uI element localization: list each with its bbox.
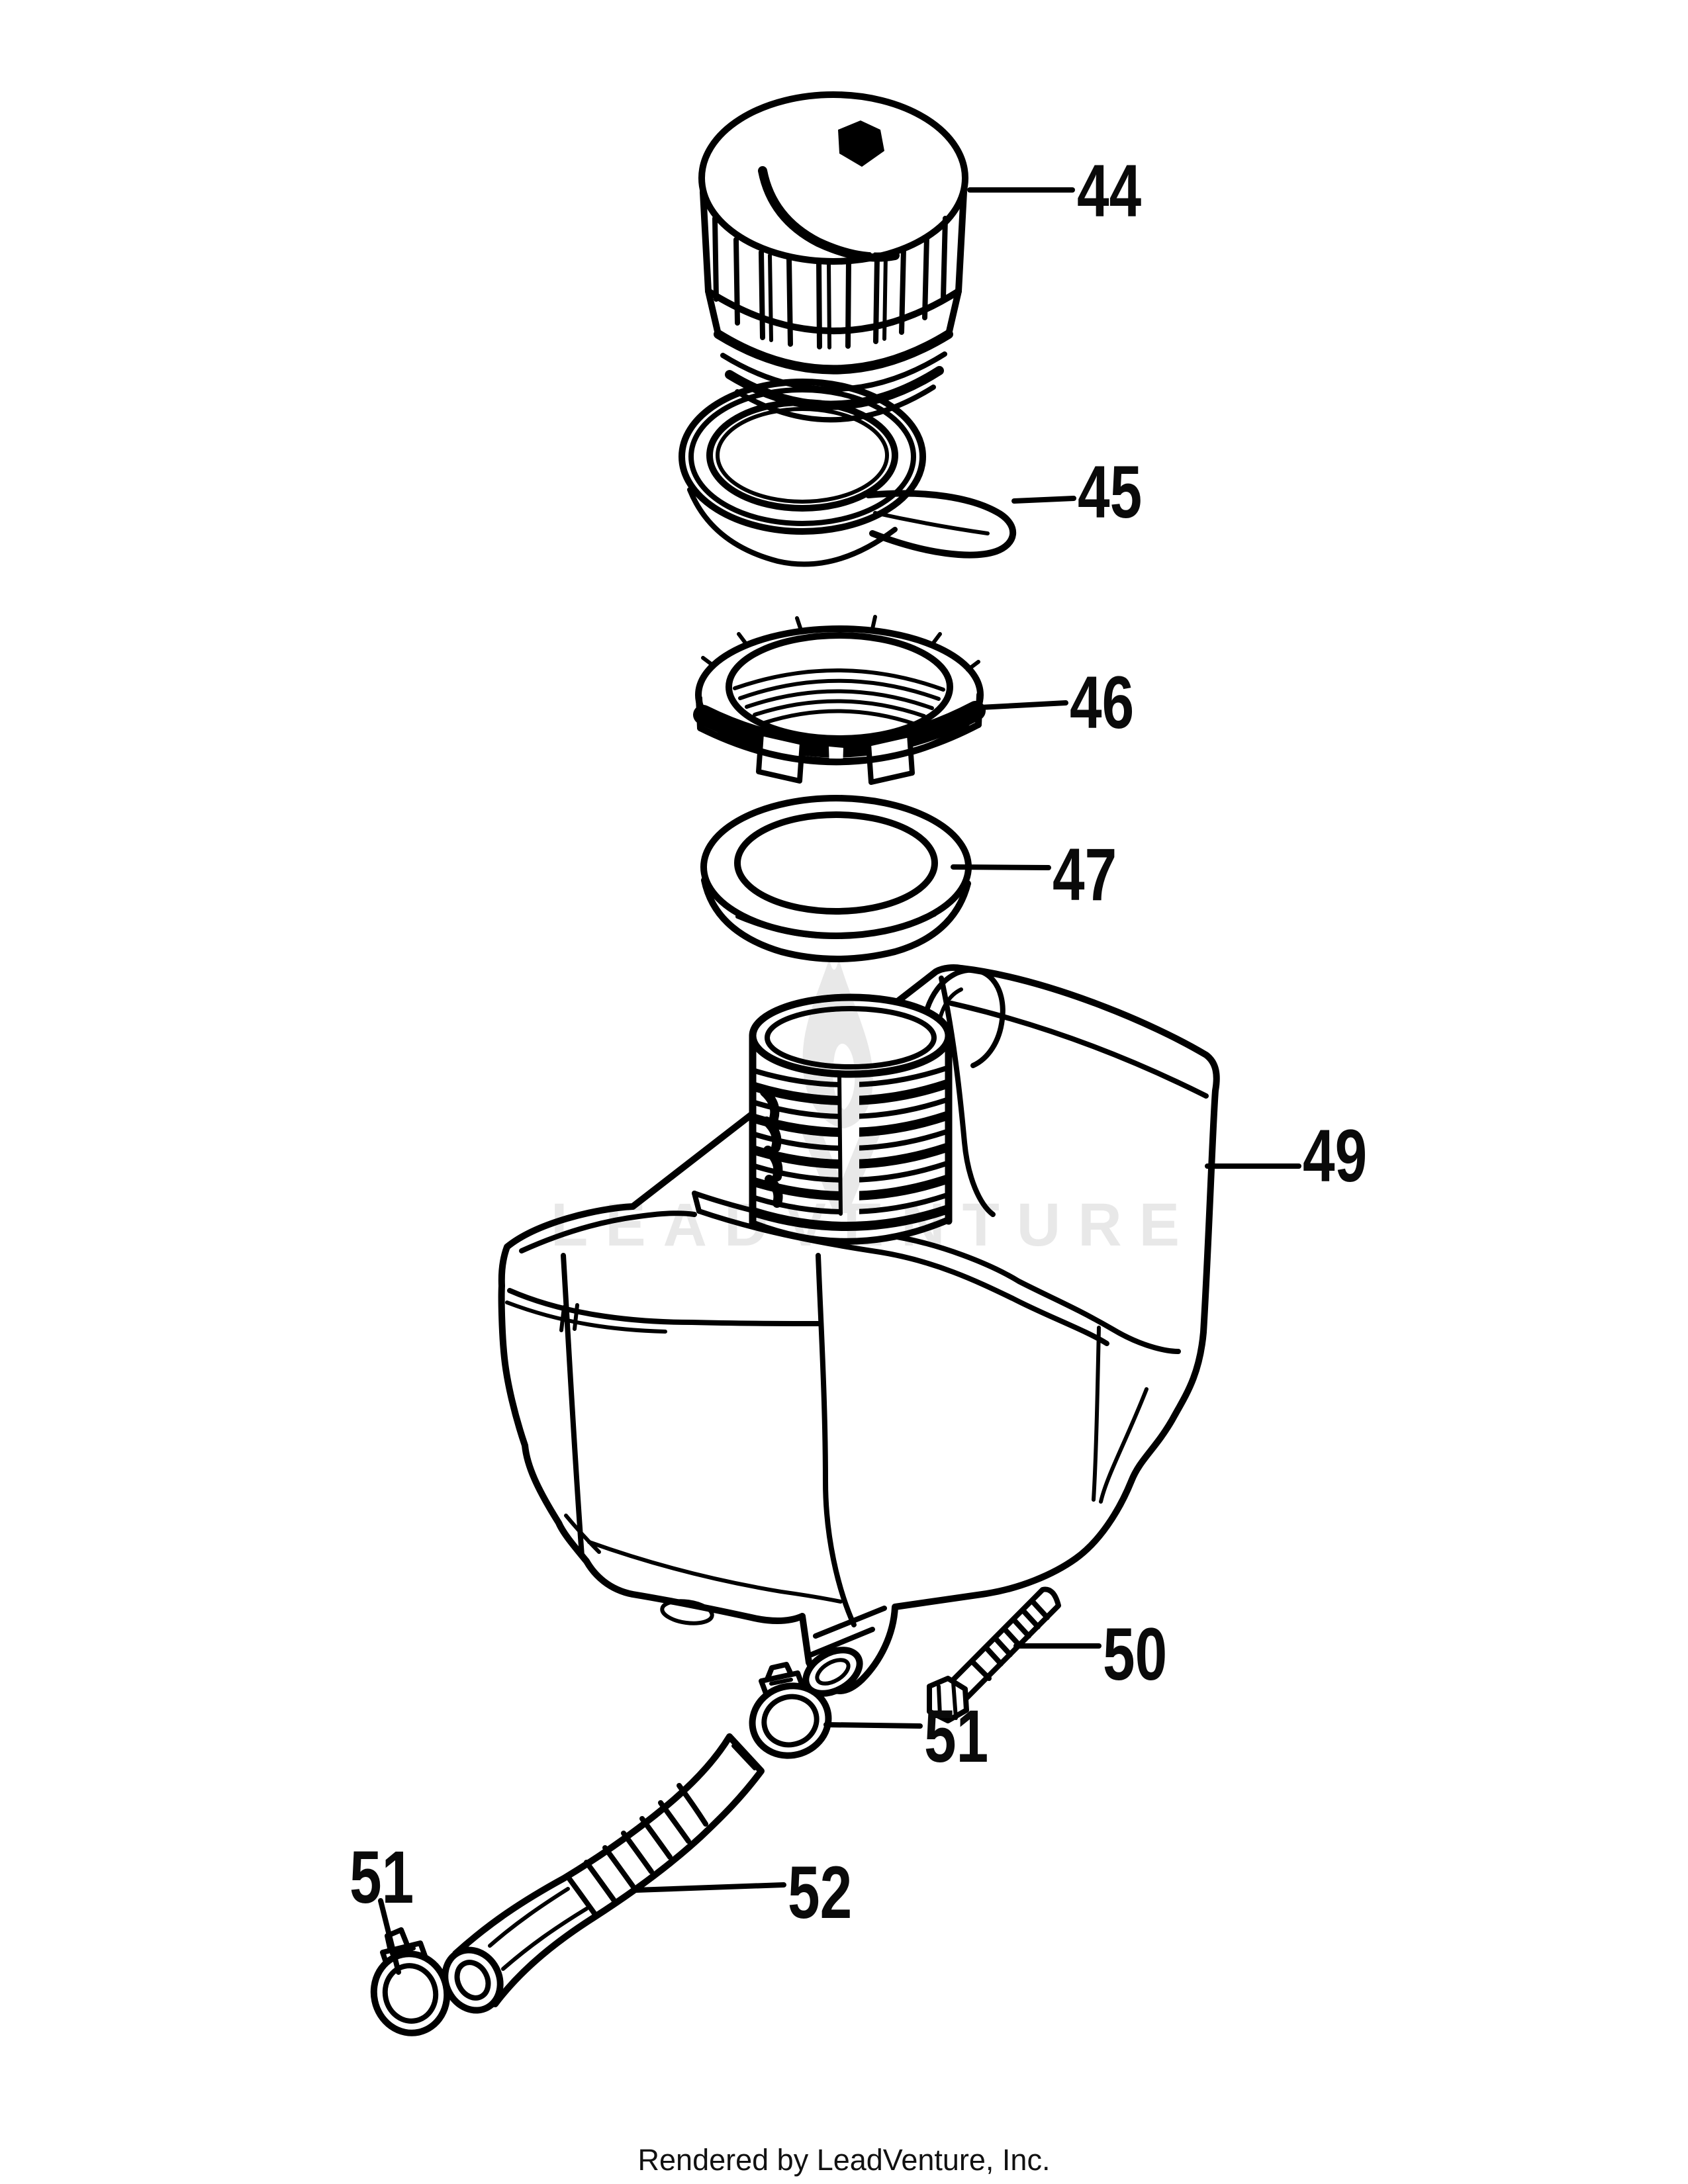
- callout-45-cap-retainer: 45: [1078, 451, 1142, 534]
- part-hose-clamp-upper-drawing: [749, 1662, 832, 1759]
- callout-leader-lines: [378, 187, 1301, 1975]
- callout-50-screw: 50: [1103, 1614, 1167, 1696]
- part-seal-ring-drawing: [700, 795, 972, 962]
- callout-44-fuel-cap: 44: [1077, 150, 1141, 233]
- leader-47: [951, 864, 1051, 870]
- callout-52-fuel-hose: 52: [788, 1852, 852, 1934]
- part-fuel-tank-drawing: [498, 964, 1220, 1697]
- leader-51-upper: [823, 1722, 923, 1729]
- watermark-text: LEADVENTURE: [551, 1191, 1197, 1259]
- part-retainer-nut-drawing: [693, 615, 986, 789]
- footer-credit: Rendered by LeadVenture, Inc.: [637, 2143, 1051, 2177]
- callout-49-fuel-tank: 49: [1303, 1115, 1367, 1198]
- leadventure-flame-icon: [802, 958, 881, 1213]
- cap-top-arc-text: [758, 166, 900, 262]
- part-screw-drawing: [927, 1586, 1061, 1723]
- watermark: LEADVENTURE: [551, 958, 1197, 1259]
- part-cap-retainer-drawing: [679, 379, 1016, 567]
- cap-top-icon: [838, 120, 884, 167]
- part-fuel-hose-drawing: [442, 1733, 765, 2014]
- leader-46: [977, 700, 1068, 710]
- callout-labels: 44 45 46 47 49 50 51 51 52: [350, 150, 1367, 1934]
- callout-47-seal-ring: 47: [1053, 834, 1117, 917]
- leader-51-lower: [378, 1898, 401, 1975]
- callout-51-clamp-upper: 51: [924, 1696, 988, 1778]
- callout-46-retainer-nut: 46: [1070, 662, 1134, 745]
- leader-52: [633, 1882, 786, 1893]
- part-fuel-cap-drawing: [698, 91, 968, 423]
- part-hose-clamp-lower-drawing: [370, 1927, 451, 2036]
- callout-51-clamp-lower: 51: [350, 1837, 414, 1919]
- leader-45: [1011, 496, 1076, 504]
